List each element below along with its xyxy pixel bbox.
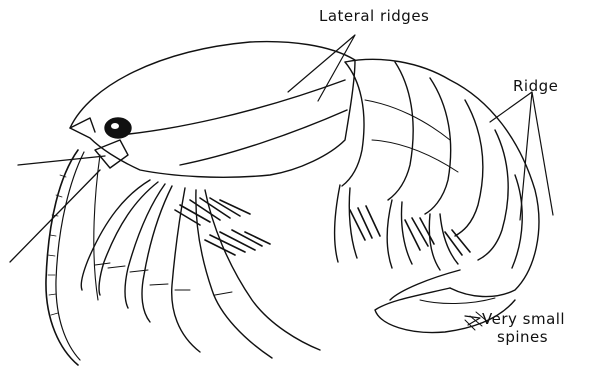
abdomen xyxy=(342,59,539,296)
carapace xyxy=(70,42,355,178)
antenna xyxy=(46,150,100,365)
label-very-small-spines-line1: Very small xyxy=(482,311,565,327)
setae xyxy=(175,198,470,255)
pleopods xyxy=(335,185,458,270)
label-ridge: Ridge xyxy=(513,78,558,94)
eye xyxy=(105,118,131,138)
antennule xyxy=(10,140,128,262)
label-very-small-spines-line2: spines xyxy=(497,329,548,345)
label-lateral-ridges: Lateral ridges xyxy=(319,8,429,24)
